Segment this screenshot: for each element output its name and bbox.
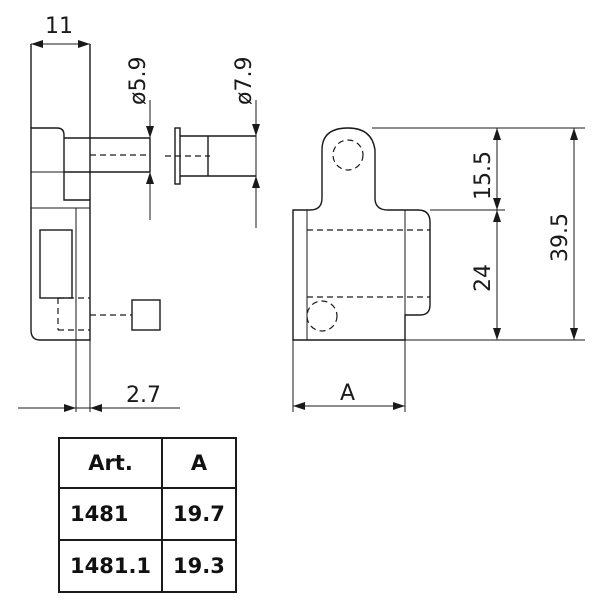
- table-header-a: A: [161, 437, 237, 489]
- side-view-pocket: [57, 297, 90, 331]
- article-table: Art. A 1481 19.7 1481.1 19.3: [57, 437, 237, 593]
- table-cell-a: 19.3: [161, 539, 237, 593]
- dim-15-5-label: 15.5: [471, 151, 496, 200]
- bushing: [165, 127, 256, 185]
- dim-a: A: [292, 340, 406, 412]
- front-view-outline: [292, 127, 431, 341]
- table-row: 1481 19.7: [57, 487, 237, 541]
- dim-11: 11: [31, 14, 90, 48]
- dim-vertical: 15.5 24 39.5: [372, 127, 585, 341]
- table-cell-art: 1481.1: [57, 539, 164, 593]
- dim-39-5-label: 39.5: [548, 213, 573, 262]
- dim-phi-5-9: ø5.9: [126, 57, 154, 220]
- dim-2-7-label: 2.7: [126, 383, 161, 408]
- upper-hole: [332, 139, 364, 171]
- table-cell-a: 19.7: [161, 487, 237, 541]
- dim-a-label: A: [340, 381, 355, 406]
- dim-24-label: 24: [471, 264, 496, 292]
- table-header-art: Art.: [57, 437, 164, 489]
- table-header-row: Art. A: [57, 437, 237, 489]
- dim-phi-7-9: ø7.9: [232, 57, 260, 228]
- bushing-body: [180, 135, 256, 177]
- dim-2-7: 2.7: [18, 340, 180, 412]
- dim-11-label: 11: [45, 14, 73, 39]
- side-view-slot: [39, 229, 73, 299]
- dim-phi-5-9-label: ø5.9: [126, 57, 151, 105]
- pin-shaft: [64, 137, 151, 173]
- front-view: [292, 127, 431, 341]
- table-cell-art: 1481: [57, 487, 164, 541]
- small-block: [131, 299, 161, 331]
- table-row: 1481.1 19.3: [57, 539, 237, 593]
- lower-hole: [306, 300, 338, 332]
- dim-phi-7-9-label: ø7.9: [232, 57, 257, 105]
